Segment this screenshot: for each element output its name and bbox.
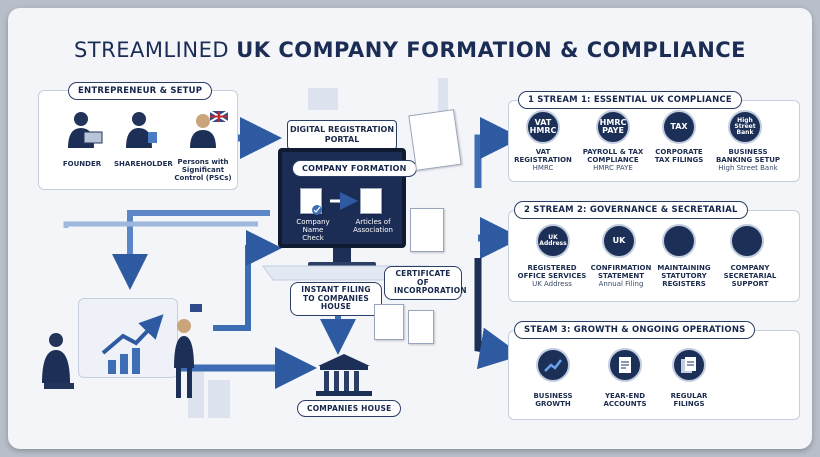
instant-filing-label: INSTANT FILING TO COMPANIES HOUSE	[290, 282, 382, 316]
vat-icon: VAT HMRC	[526, 110, 560, 144]
hmrc-paye-icon: HMRC PAYE	[596, 110, 630, 144]
stream3-header: STEAM 3: GROWTH & ONGOING OPERATIONS	[514, 321, 756, 339]
growth-arrow-icon	[101, 314, 164, 355]
growth-chart-icon	[536, 348, 570, 382]
regular-filings-label: REGULAR FILINGS	[670, 392, 708, 409]
psc-figure	[190, 110, 229, 148]
founder-label: FOUNDER	[62, 160, 102, 168]
name-check-label: Company Name Check	[296, 218, 330, 243]
secretary-icon	[730, 224, 764, 258]
companies-house-label: COMPANIES HOUSE	[297, 400, 402, 417]
filings-doc-icon	[672, 348, 706, 382]
calendar-icon: UK	[602, 224, 636, 258]
business-growth-label: BUSINESS GROWTH	[533, 392, 573, 409]
filing-doc-icon	[374, 304, 404, 340]
uk-address-icon: UK Address	[536, 224, 570, 258]
founder-figure	[68, 112, 103, 148]
year-end-label: YEAR-END ACCOUNTS	[603, 392, 647, 409]
filing-doc-icon-2	[408, 310, 434, 344]
corporate-tax-label: CORPORATE TAX FILINGS	[654, 148, 704, 165]
page-title: STREAMLINED UK COMPANY FORMATION & COMPL…	[8, 38, 812, 62]
psc-label: Persons with Significant Control (PSCs)	[174, 158, 232, 183]
companies-house-building-icon	[316, 354, 372, 396]
secretarial-label: COMPANY SECRETARIAL SUPPORT	[723, 264, 777, 289]
bank-icon: High Street Bank	[728, 110, 762, 144]
business-person-scene	[42, 304, 202, 398]
tax-icon: TAX	[662, 110, 696, 144]
infographic-card: STREAMLINED UK COMPANY FORMATION & COMPL…	[8, 8, 812, 449]
stream2-header: 2 STREAM 2: GOVERNANCE & SECRETARIAL	[514, 201, 748, 219]
certificate-doc-icon	[410, 208, 444, 252]
articles-doc-icon	[360, 188, 382, 214]
articles-label: Articles of Association	[353, 218, 393, 235]
title-light: STREAMLINED	[73, 38, 230, 62]
setup-people	[68, 110, 229, 148]
accounts-doc-icon	[608, 348, 642, 382]
shareholder-figure	[126, 112, 157, 148]
title-bold: UK COMPANY FORMATION & COMPLIANCE	[236, 38, 747, 62]
registers-icon	[662, 224, 696, 258]
registers-label: MAINTAINING STATUTORY REGISTERS	[657, 264, 711, 289]
setup-header: ENTREPRENEUR & SETUP	[68, 82, 213, 100]
stream1-header: 1 STREAM 1: ESSENTIAL UK COMPLIANCE	[518, 91, 742, 109]
certificate-label: CERTIFICATE OF INCORPORATION	[384, 266, 467, 300]
shareholder-label: SHAREHOLDER	[114, 160, 173, 168]
